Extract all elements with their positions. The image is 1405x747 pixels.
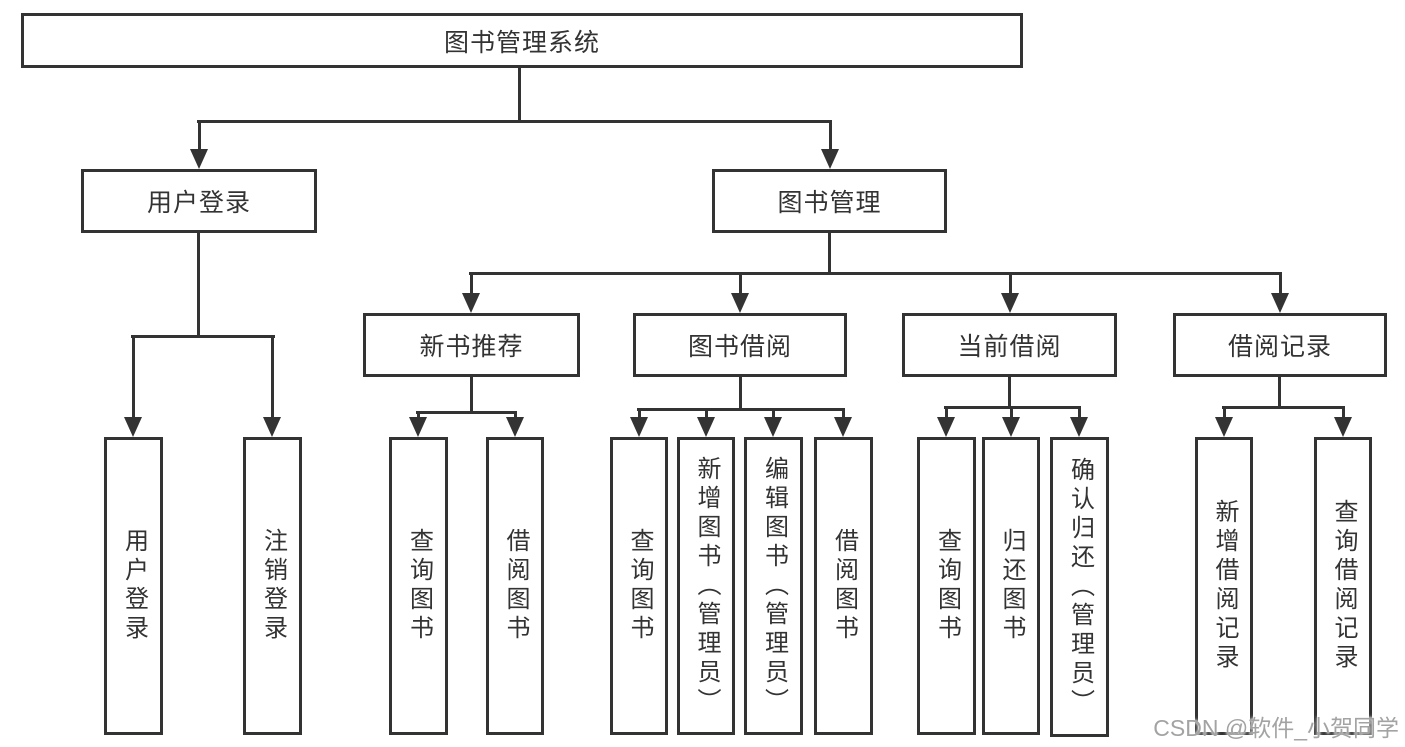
connector-line — [637, 408, 845, 411]
node-borrow-records: 借阅记录 — [1173, 313, 1387, 377]
node-label: 图书借阅 — [687, 333, 792, 361]
arrow-down-icon — [1334, 406, 1352, 437]
leaf-query-books-1: 查询图书 — [389, 437, 448, 735]
arrow-down-icon — [937, 406, 955, 437]
connector-line — [197, 120, 832, 123]
arrow-down-icon — [1070, 406, 1088, 437]
node-library-system: 图书管理系统 — [21, 13, 1023, 68]
node-label: 图书管理 — [777, 189, 882, 217]
connector-line — [470, 377, 473, 414]
arrow-down-icon — [764, 408, 782, 437]
node-book-management: 图书管理 — [712, 169, 947, 233]
leaf-query-borrow-record: 查询借阅记录 — [1314, 437, 1372, 735]
leaf-edit-books-admin: 编辑图书（管理员） — [744, 437, 803, 735]
leaf-confirm-return-admin: 确认归还（管理员） — [1050, 437, 1109, 737]
node-book-borrow: 图书借阅 — [633, 313, 847, 377]
node-label: 图书管理系统 — [443, 28, 600, 57]
connector-line — [416, 411, 517, 414]
connector-line — [518, 68, 521, 123]
arrow-down-icon — [630, 408, 648, 437]
arrow-down-icon — [263, 335, 281, 437]
arrow-down-icon — [731, 272, 749, 313]
node-label: 新书推荐 — [419, 333, 524, 361]
node-label: 新增图书（管理员） — [693, 455, 720, 717]
connector-line — [1008, 377, 1011, 409]
leaf-query-books-2: 查询图书 — [610, 437, 668, 735]
arrow-down-icon — [409, 411, 427, 437]
arrow-down-icon — [1215, 406, 1233, 437]
node-current-borrow: 当前借阅 — [902, 313, 1117, 377]
arrow-down-icon — [697, 408, 715, 437]
node-label: 用户登录 — [120, 528, 148, 644]
node-label: 借阅记录 — [1227, 333, 1332, 361]
arrow-down-icon — [1271, 272, 1289, 313]
node-label: 查询图书 — [626, 528, 653, 644]
leaf-return-books: 归还图书 — [982, 437, 1040, 735]
node-label: 借阅图书 — [502, 528, 529, 644]
node-label: 确认归还（管理员） — [1066, 456, 1094, 718]
leaf-add-books-admin: 新增图书（管理员） — [677, 437, 735, 735]
arrow-down-icon — [1002, 406, 1020, 437]
leaf-user-login: 用户登录 — [104, 437, 163, 735]
leaf-add-borrow-record: 新增借阅记录 — [1195, 437, 1253, 735]
arrow-down-icon — [124, 335, 142, 437]
connector-line — [1278, 377, 1281, 409]
connector-line — [1222, 406, 1345, 409]
node-label: 查询图书 — [405, 528, 433, 644]
connector-line — [828, 233, 831, 275]
node-label: 借阅图书 — [830, 528, 858, 644]
node-new-book-recommend: 新书推荐 — [363, 313, 580, 377]
leaf-borrow-books-2: 借阅图书 — [814, 437, 873, 735]
arrow-down-icon — [462, 272, 480, 313]
node-label: 用户登录 — [146, 189, 251, 217]
connector-line — [469, 272, 1282, 275]
connector-line — [197, 233, 200, 338]
arrow-down-icon — [190, 120, 208, 169]
node-label: 新增借阅记录 — [1211, 499, 1238, 673]
leaf-query-books-3: 查询图书 — [917, 437, 976, 735]
arrow-down-icon — [1001, 272, 1019, 313]
node-label: 查询图书 — [933, 528, 961, 644]
connector-line — [131, 335, 275, 338]
node-user-login: 用户登录 — [81, 169, 317, 233]
node-label: 归还图书 — [998, 528, 1025, 644]
arrow-down-icon — [821, 120, 839, 169]
leaf-borrow-books-1: 借阅图书 — [486, 437, 544, 735]
node-label: 编辑图书（管理员） — [760, 455, 788, 717]
arrow-down-icon — [834, 408, 852, 437]
node-label: 注销登录 — [259, 528, 287, 644]
connector-line — [739, 377, 742, 411]
arrow-down-icon — [506, 411, 524, 437]
connector-line — [944, 406, 1081, 409]
node-label: 当前借阅 — [957, 333, 1062, 361]
leaf-logout: 注销登录 — [243, 437, 302, 735]
csdn-watermark: CSDN @软件_小贺同学 — [1153, 715, 1399, 741]
node-label: 查询借阅记录 — [1330, 499, 1357, 673]
